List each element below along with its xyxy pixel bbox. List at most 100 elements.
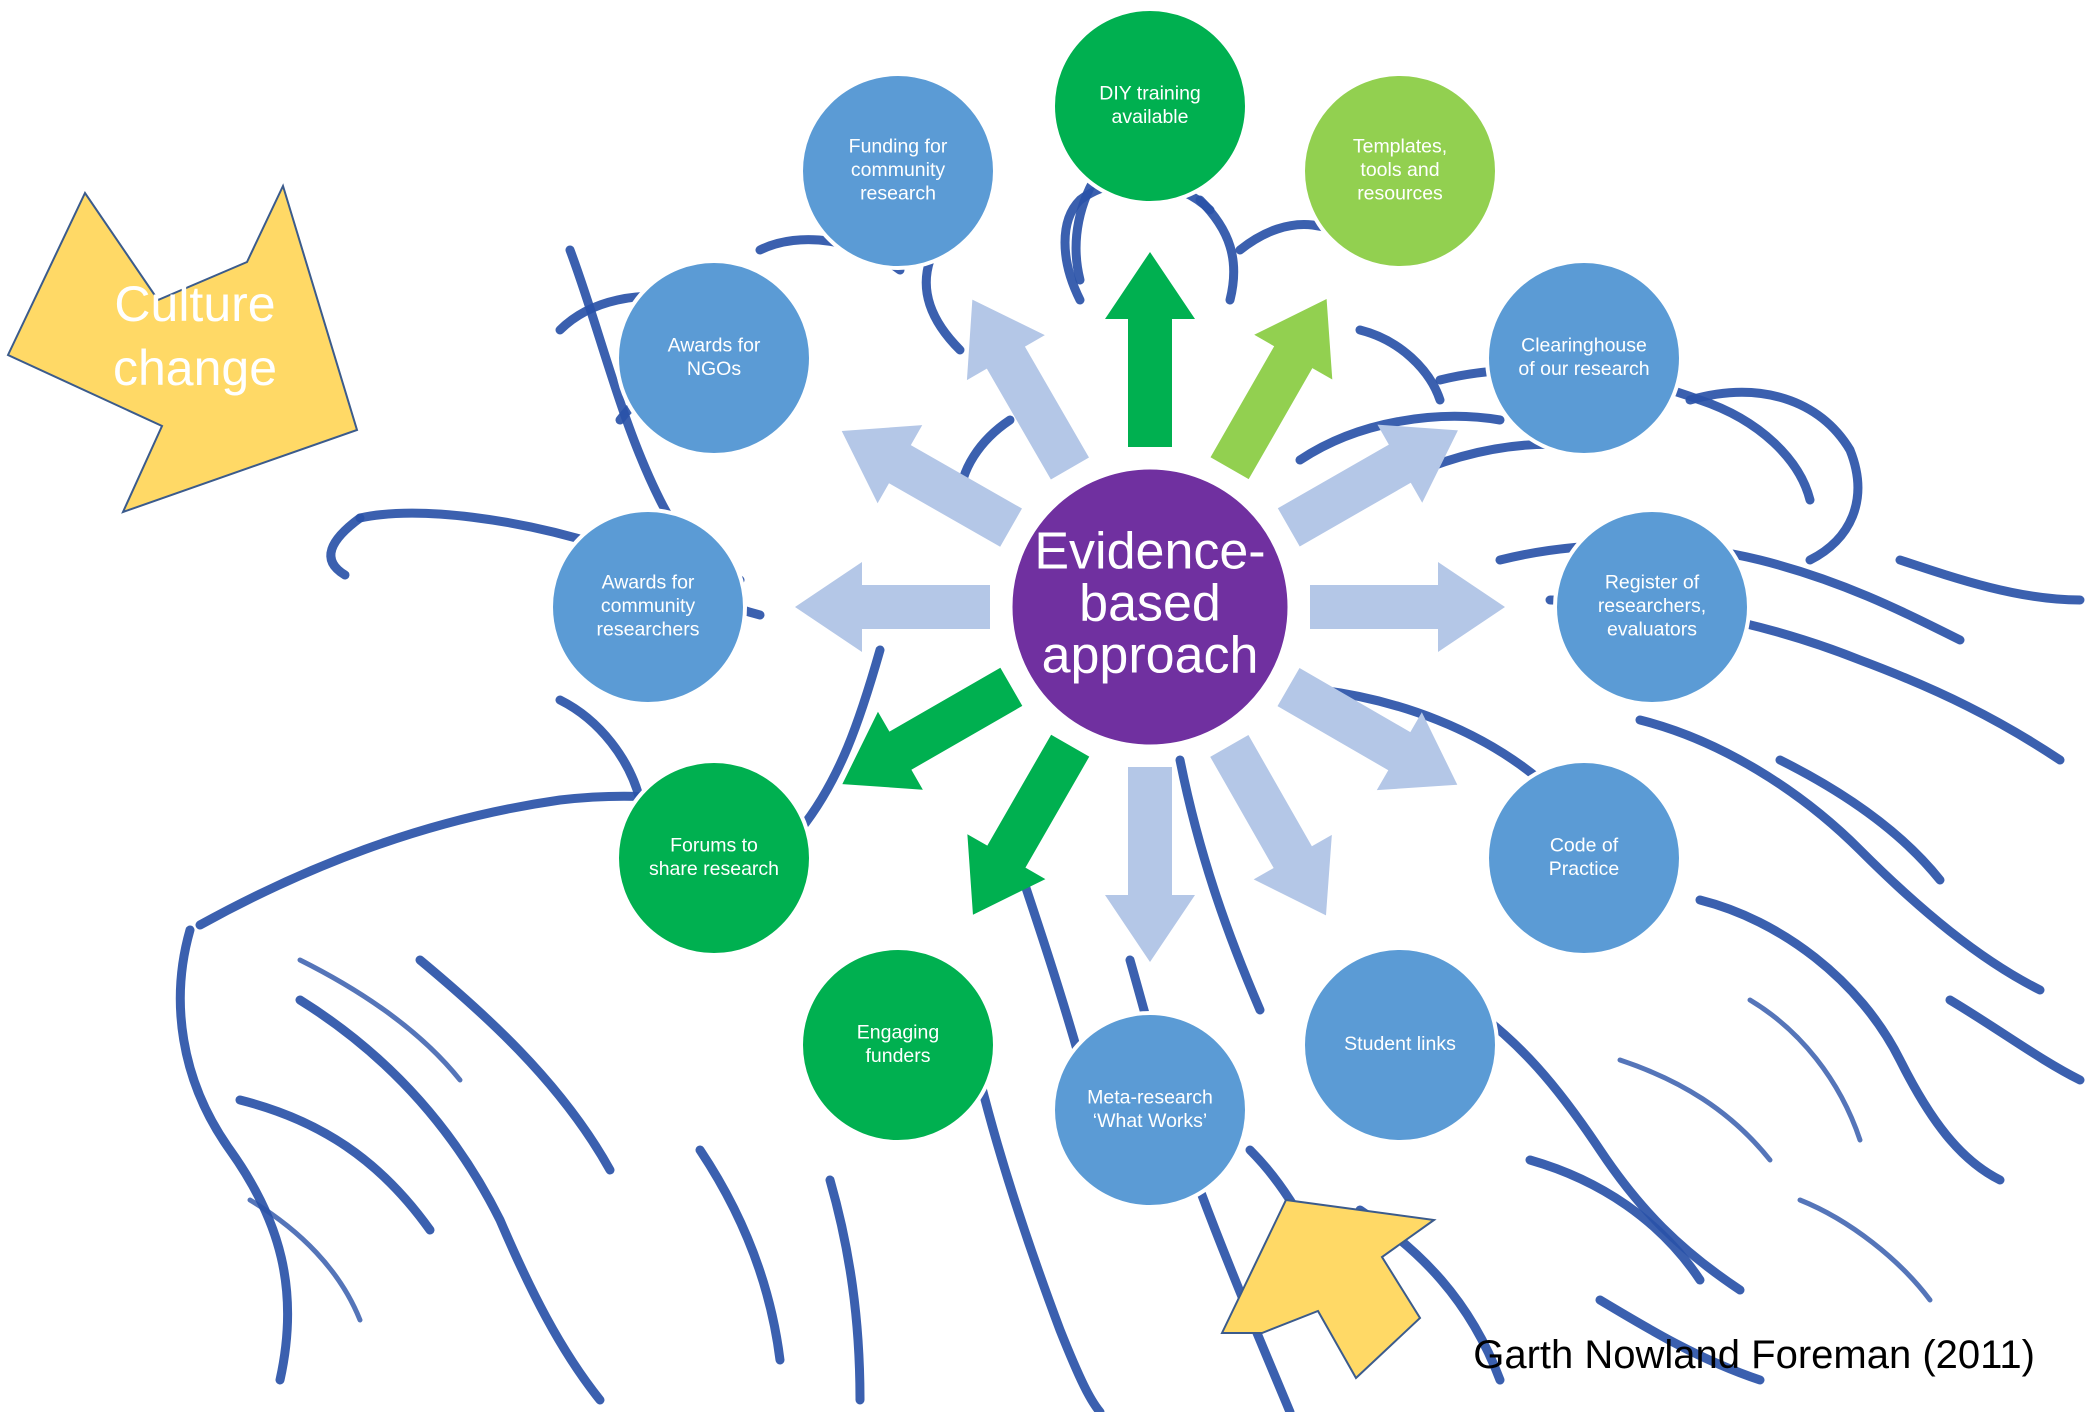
node-circle <box>615 759 813 957</box>
bottom-arrow-shape <box>1220 1198 1437 1380</box>
center-label-line: approach <box>1042 627 1259 685</box>
node-label-line: Funding for <box>849 136 948 158</box>
node-label-line: Awards for <box>668 334 761 356</box>
node-label-line: Forums to <box>670 834 758 856</box>
bottom-yellow-arrow <box>1220 1198 1437 1380</box>
arrow-to-student-links <box>1210 735 1332 916</box>
node-circle <box>1553 508 1751 706</box>
arrow-shape <box>967 734 1090 915</box>
arrow-to-engaging-funders <box>967 734 1090 915</box>
node-label-line: researchers <box>597 619 700 641</box>
flower-stroke <box>1617 1057 1773 1163</box>
flower-stroke <box>1635 715 2045 995</box>
flower-stroke <box>795 645 885 835</box>
node-label-line: of our research <box>1518 358 1649 380</box>
arrow-shape <box>1277 424 1458 547</box>
node-circle <box>1301 946 1499 1144</box>
flower-stroke <box>1747 997 1863 1143</box>
arrow-shape <box>1105 767 1195 962</box>
arrow-shape <box>1210 735 1332 916</box>
node-label-line: funders <box>865 1045 930 1067</box>
arrow-shape <box>1210 299 1333 480</box>
flower-stroke <box>326 513 365 580</box>
arrow-to-awards-ngos <box>841 425 1022 547</box>
node-label-line: DIY training <box>1099 82 1201 104</box>
node-circle <box>1301 72 1499 270</box>
arrow-shape <box>841 425 1022 547</box>
node-circle <box>1051 1011 1249 1209</box>
flower-stroke <box>175 925 293 1385</box>
arrow-shape <box>966 299 1089 480</box>
node-label-line: community <box>601 595 696 617</box>
spoke-arrows <box>795 252 1505 962</box>
arrow-shape <box>1105 252 1195 447</box>
node-label-line: Meta-research <box>1087 1086 1213 1108</box>
node-label-line: Register of <box>1605 572 1700 594</box>
node-circle <box>1051 7 1249 205</box>
flower-stroke <box>415 955 615 1175</box>
flower-stroke <box>295 995 605 1405</box>
center-circle <box>1007 464 1293 750</box>
node-circle <box>799 72 997 270</box>
node-label-line: evaluators <box>1607 619 1697 641</box>
node-label-line: ‘What Works’ <box>1093 1110 1208 1132</box>
flower-stroke <box>921 255 965 355</box>
node-student-links: Student links <box>1301 946 1499 1144</box>
flower-stroke <box>555 695 645 805</box>
flower-stroke <box>1015 865 1085 1065</box>
credit-label: Garth Nowland Foreman (2011) <box>1473 1333 2035 1377</box>
node-label-line: Code of <box>1550 834 1619 856</box>
arrow-to-clearinghouse <box>1277 424 1458 547</box>
arrow-shape <box>1310 562 1505 652</box>
flower-stroke <box>235 1095 435 1235</box>
arrow-shape <box>1277 668 1458 791</box>
flower-stroke <box>975 1075 1105 1412</box>
flower-stroke <box>1695 895 2005 1185</box>
credit-text: Garth Nowland Foreman (2011) <box>1473 1333 2035 1377</box>
node-label-line: share research <box>649 858 779 880</box>
culture-label-line: Culture <box>114 276 275 332</box>
node-label-line: Student links <box>1344 1033 1456 1055</box>
arrow-to-code-of-practice <box>1277 668 1458 791</box>
flower-stroke <box>1355 325 1445 405</box>
node-circle <box>549 508 747 706</box>
flower-stroke <box>1775 755 1945 885</box>
node-meta-research: Meta-research‘What Works’ <box>1051 1011 1249 1209</box>
node-label-line: available <box>1112 106 1189 128</box>
culture-arrow-shape <box>6 183 359 514</box>
flower-stroke <box>1295 411 1505 465</box>
node-circle <box>615 259 813 457</box>
flower-stroke <box>695 1145 785 1365</box>
flower-stroke <box>825 1175 865 1405</box>
arrow-to-awards-community-researchers <box>795 562 990 652</box>
center-label-line: based <box>1079 575 1221 633</box>
node-circle <box>1485 759 1683 957</box>
arrow-shape <box>842 667 1023 790</box>
flower-stroke <box>297 957 463 1083</box>
node-label-line: Clearinghouse <box>1521 334 1647 356</box>
node-label-line: Awards for <box>602 572 695 594</box>
flower-stroke <box>1525 1155 1705 1285</box>
flower-stroke <box>1595 1295 1765 1385</box>
node-label-line: resources <box>1357 183 1443 205</box>
flower-stroke <box>1455 995 1745 1295</box>
flower-stroke <box>1315 685 1545 785</box>
node-label-line: Practice <box>1549 858 1619 880</box>
arrow-to-meta-research <box>1105 767 1195 962</box>
arrow-to-templates-tools <box>1210 299 1333 480</box>
flower-stroke <box>1685 387 1863 565</box>
node-label-line: community <box>851 159 946 181</box>
